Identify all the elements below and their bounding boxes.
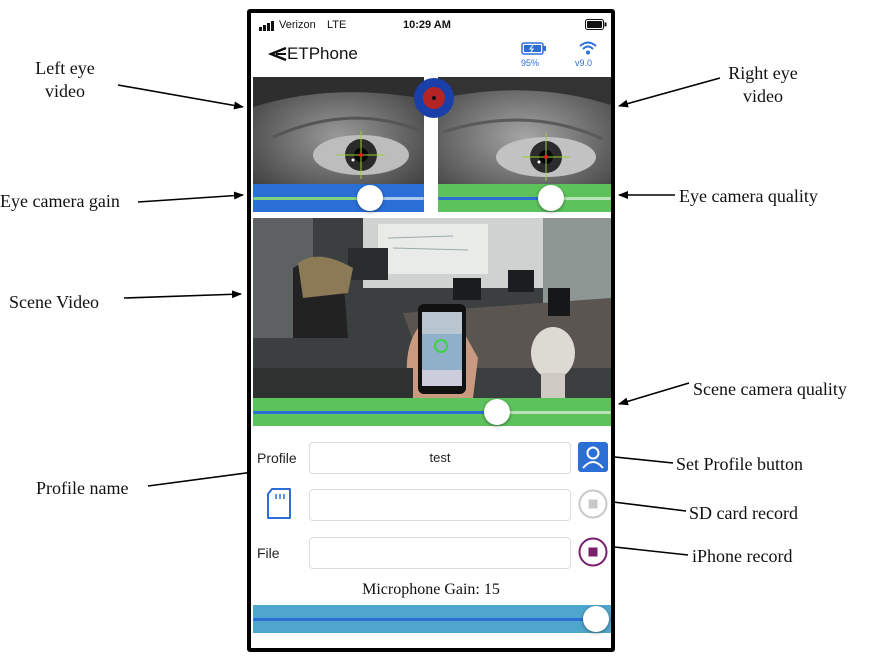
carrier-name: Verizon — [279, 19, 316, 31]
microphone-gain-track-fill — [253, 618, 593, 621]
eye-camera-gain-thumb[interactable] — [357, 185, 383, 211]
phone-screen: Verizon LTE 10:29 AM ETPhone 95% v9.0 — [247, 9, 615, 652]
eye-camera-gain-track-fill — [253, 197, 368, 200]
arrow-scene-camera-quality — [618, 382, 690, 406]
arrow-right-eye-video — [618, 77, 721, 108]
wifi-icon — [579, 41, 597, 55]
annotation-right-eye-video: Right eye video — [728, 63, 798, 106]
scene-camera-quality-track-fill — [253, 411, 496, 414]
annotation-sd-card-record: SD card record — [689, 503, 798, 523]
iphone-record-stop-icon[interactable] — [578, 537, 608, 567]
arrow-sd-card-record — [604, 498, 687, 512]
eye-camera-gain-slider[interactable] — [253, 184, 424, 212]
microphone-gain-slider[interactable] — [253, 605, 611, 633]
battery-icon — [521, 42, 546, 55]
arrow-eye-camera-gain — [137, 191, 244, 203]
file-label: File — [257, 545, 280, 561]
iphone-file-field[interactable] — [309, 537, 571, 569]
user-icon[interactable] — [578, 442, 608, 472]
sd-card-icon — [267, 488, 291, 519]
arrow-scene-video — [123, 290, 242, 299]
network-type: LTE — [327, 19, 347, 31]
scene-video — [253, 218, 611, 398]
microphone-gain-thumb[interactable] — [583, 606, 609, 632]
clock-time: 10:29 AM — [403, 19, 451, 31]
annotation-scene-video: Scene Video — [9, 292, 100, 312]
scene-camera-quality-track-rest — [496, 411, 611, 414]
annotation-scene-camera-quality: Scene camera quality — [693, 379, 847, 399]
annotation-set-profile-button: Set Profile button — [676, 454, 803, 474]
scene-camera-quality-slider[interactable] — [253, 398, 611, 426]
left-eye-video — [253, 77, 424, 186]
profile-name-field[interactable]: test — [309, 442, 571, 474]
signal-bars-icon — [259, 21, 274, 31]
arrow-set-profile-button — [604, 452, 674, 464]
eye-camera-gain-track-rest — [368, 197, 424, 200]
annotation-profile-name: Profile name — [36, 478, 129, 498]
back-arrow-icon[interactable] — [268, 46, 288, 62]
app-title: ETPhone — [287, 44, 358, 63]
microphone-gain-label: Microphone Gain: 15 — [362, 581, 500, 598]
calibration-target-icon — [414, 78, 454, 118]
eye-camera-quality-track-rest — [548, 197, 611, 200]
app-version: v9.0 — [575, 58, 593, 68]
battery-percent: 95% — [521, 58, 540, 68]
profile-label: Profile — [257, 450, 297, 466]
scene-camera-quality-thumb[interactable] — [484, 399, 510, 425]
eye-camera-quality-track-fill — [438, 197, 548, 200]
arrow-iphone-record — [604, 542, 689, 556]
annotation-left-eye-video: Left eye video — [35, 58, 95, 101]
arrow-left-eye-video — [117, 84, 244, 110]
sd-card-file-field[interactable] — [309, 489, 571, 521]
status-battery-icon — [585, 19, 607, 30]
annotation-eye-camera-gain: Eye camera gain — [0, 191, 120, 211]
sd-card-record-stop-icon[interactable] — [578, 489, 608, 519]
annotation-eye-camera-quality: Eye camera quality — [679, 186, 818, 206]
eye-camera-quality-slider[interactable] — [438, 184, 611, 212]
eye-camera-quality-thumb[interactable] — [538, 185, 564, 211]
right-eye-video — [438, 77, 611, 186]
annotation-iphone-record: iPhone record — [692, 546, 793, 566]
